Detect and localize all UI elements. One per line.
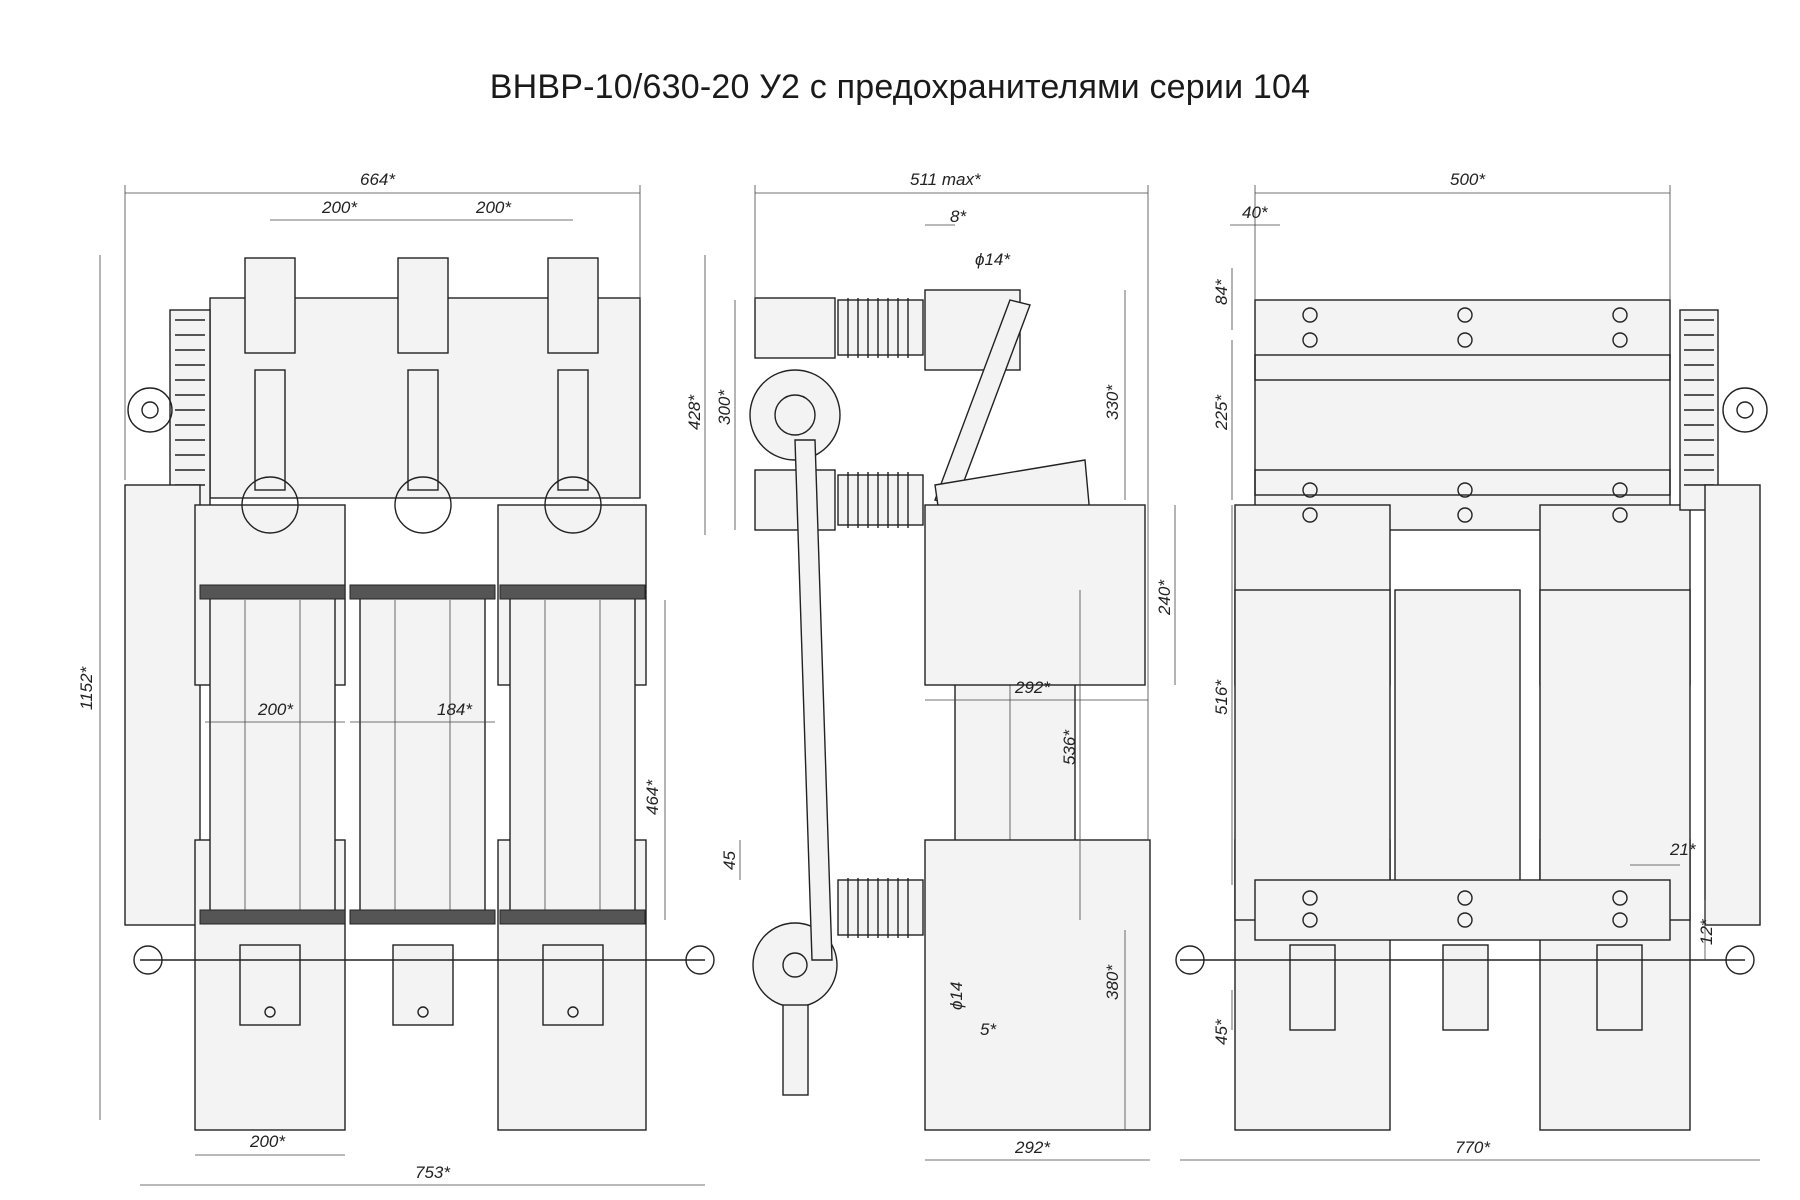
dim-side-511: 511 max* <box>910 170 982 189</box>
dim-front-184: 184* <box>437 700 473 719</box>
side-base-bottom <box>924 839 1151 1131</box>
front-left-support <box>124 484 201 926</box>
dim-side-5: 5* <box>980 1020 997 1039</box>
side-base-top <box>924 504 1146 686</box>
dim-rear-21: 21* <box>1669 840 1697 859</box>
dim-front-base-200: 200* <box>249 1132 286 1151</box>
dim-side-300: 300* <box>715 389 734 425</box>
dim-side-phi14-top: ϕ14* <box>975 250 1011 269</box>
side-view: 511 max* 8* ϕ14* 428* 300* 330* 240* 292… <box>685 170 1176 1161</box>
dim-front-753: 753* <box>415 1163 451 1182</box>
side-lower-insulator <box>837 472 924 528</box>
dim-side-292-bottom: 292* <box>1014 1138 1051 1157</box>
dim-rear-770: 770* <box>1455 1138 1491 1157</box>
dim-side-330: 330* <box>1103 384 1122 420</box>
dim-side-292-mid: 292* <box>1014 678 1051 697</box>
rear-fuse-2 <box>1394 589 1521 921</box>
dim-side-45: 45 <box>720 851 739 870</box>
side-upper-block <box>754 297 836 359</box>
side-bottom-insulator <box>837 878 924 938</box>
rear-view: 500* 40* 84* 225* 516* 21* 12* 45* 770* <box>1175 170 1768 1161</box>
rear-terminal-1 <box>1289 944 1336 1031</box>
rear-terminal-2 <box>1442 944 1489 1031</box>
rear-lower-rail <box>1254 879 1671 941</box>
dim-rear-225: 225* <box>1212 394 1231 431</box>
rear-top-rail <box>1254 354 1671 381</box>
front-pole-2 <box>349 257 496 1026</box>
side-mid-block <box>754 469 836 531</box>
dim-side-240: 240* <box>1155 579 1174 616</box>
dim-side-428: 428* <box>685 394 704 430</box>
front-pole-3 <box>499 257 646 1026</box>
dim-rear-12: 12* <box>1697 918 1716 945</box>
dim-rear-45: 45* <box>1212 1018 1231 1045</box>
rear-right-spring <box>1679 309 1768 511</box>
drawing-title: ВНВР-10/630-20 У2 с предохранителями сер… <box>489 68 1311 106</box>
front-view: 664* 200* 200* 1152* 200* 184* 464* 200*… <box>77 170 715 1186</box>
dim-front-pitch-right: 200* <box>475 198 512 217</box>
dim-rear-516: 516* <box>1212 679 1231 715</box>
dim-front-664: 664* <box>360 170 396 189</box>
dim-rear-500: 500* <box>1450 170 1486 189</box>
dim-front-pitch-left: 200* <box>321 198 358 217</box>
dim-side-536: 536* <box>1060 729 1079 765</box>
rear-dimensions: 500* 40* 84* 225* 516* 21* 12* 45* 770* <box>1180 170 1760 1161</box>
dim-rear-40: 40* <box>1242 203 1269 222</box>
dim-front-464: 464* <box>643 779 662 815</box>
dim-side-phi14-bottom: ϕ14 <box>947 982 966 1010</box>
rear-right-support <box>1704 484 1761 926</box>
front-dimensions: 664* 200* 200* 1152* 200* 184* 464* 200*… <box>77 170 705 1186</box>
rear-mid-rail <box>1254 469 1671 496</box>
dim-rear-84: 84* <box>1212 278 1231 305</box>
dim-front-1152: 1152* <box>77 665 96 710</box>
rear-terminal-3 <box>1596 944 1643 1031</box>
front-pole-1 <box>199 257 346 1026</box>
dim-side-380: 380* <box>1103 964 1122 1000</box>
rear-fuse-1 <box>1234 589 1391 921</box>
rear-frame-bolts <box>1302 307 1628 928</box>
dim-side-8: 8* <box>950 207 967 226</box>
side-link-rod <box>794 439 833 961</box>
rear-top-frame <box>1254 299 1671 531</box>
dim-front-200-inner: 200* <box>257 700 294 719</box>
front-left-spring <box>127 309 211 511</box>
side-bottom-lever <box>782 1004 809 1096</box>
rear-fuse-3 <box>1539 589 1691 921</box>
side-dimensions: 511 max* 8* ϕ14* 428* 300* 330* 240* 292… <box>685 170 1176 1161</box>
